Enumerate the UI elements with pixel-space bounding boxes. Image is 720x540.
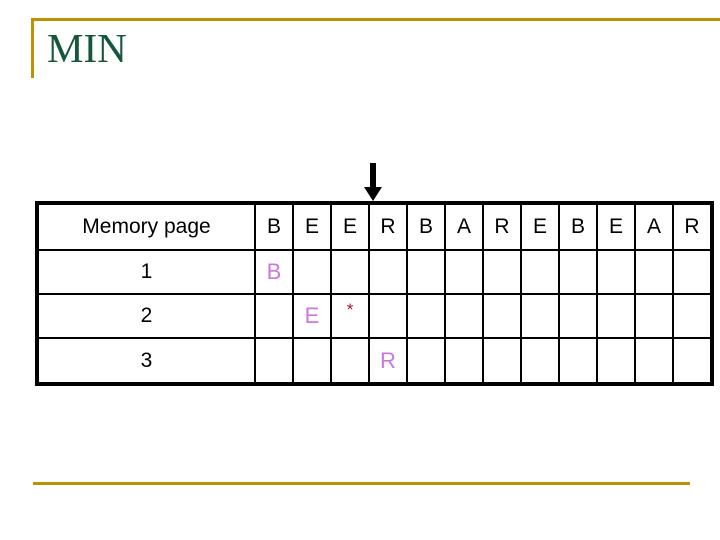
- reference-cell-10: A: [634, 201, 674, 251]
- reference-letter: A: [646, 215, 661, 238]
- reference-cell-11: R: [672, 201, 714, 251]
- frame-2-slot-2: [330, 337, 370, 386]
- frame-0-slot-6: [482, 249, 522, 295]
- top-accent-rule: [31, 18, 720, 21]
- frame-1-slot-3: [368, 293, 408, 339]
- down-arrow-icon: [363, 163, 383, 201]
- page-title: MIN: [47, 25, 127, 71]
- table-header-row: Memory page B E E R B A R E B E A R: [35, 201, 714, 251]
- top-accent-rule-stub: [31, 18, 34, 78]
- reference-cell-5: A: [444, 201, 484, 251]
- frame-0-slot-2: [330, 249, 370, 295]
- frame-0-slot-10: [634, 249, 674, 295]
- frame-0-slot-5: [444, 249, 484, 295]
- reference-cell-0: B: [254, 201, 294, 251]
- reference-letter: R: [494, 215, 510, 238]
- frame-2-slot-6: [482, 337, 522, 386]
- frame-0-slot-11: [672, 249, 714, 295]
- table-body: Memory page B E E R B A R E B E A R 1 B: [35, 201, 714, 386]
- frame-1-slot-11: [672, 293, 714, 339]
- reference-letter: E: [532, 215, 547, 238]
- frame-0-slot-8: [558, 249, 598, 295]
- frame-0-slot-3: [368, 249, 408, 295]
- reference-cell-4: B: [406, 201, 446, 251]
- frame-1-slot-9: [596, 293, 636, 339]
- frame-1-slot-1: E: [292, 293, 332, 339]
- reference-letter: E: [608, 215, 623, 238]
- frame-2-slot-9: [596, 337, 636, 386]
- reference-letter: R: [380, 215, 396, 238]
- frame-1-slot-4: [406, 293, 446, 339]
- frame-label: 3: [140, 348, 153, 372]
- reference-letter: R: [684, 215, 700, 238]
- reference-letter: A: [456, 215, 471, 238]
- table-row: 1 B: [35, 249, 714, 295]
- frame-0-slot-1: [292, 249, 332, 295]
- frame-content: E: [304, 303, 320, 328]
- frame-2-slot-7: [520, 337, 560, 386]
- reference-letter: B: [570, 215, 585, 238]
- page-replacement-trace-table: Memory page B E E R B A R E B E A R 1 B: [35, 201, 714, 386]
- frame-1-slot-6: [482, 293, 522, 339]
- frame-2-slot-5: [444, 337, 484, 386]
- frame-label: 1: [140, 260, 153, 283]
- frame-1-slot-0: [254, 293, 294, 339]
- reference-cell-6: R: [482, 201, 522, 251]
- frame-0-slot-7: [520, 249, 560, 295]
- reference-cell-1: E: [292, 201, 332, 251]
- frame-1-slot-7: [520, 293, 560, 339]
- frame-0-slot-0: B: [254, 249, 294, 295]
- frame-label-cell: 2: [35, 293, 256, 339]
- frame-0-slot-9: [596, 249, 636, 295]
- frame-1-slot-5: [444, 293, 484, 339]
- frame-2-slot-0: [254, 337, 294, 386]
- reference-letter: B: [266, 215, 281, 238]
- frame-2-slot-11: [672, 337, 714, 386]
- frame-1-slot-8: [558, 293, 598, 339]
- frame-2-slot-4: [406, 337, 446, 386]
- eviction-mark: *: [346, 299, 354, 319]
- reference-cell-9: E: [596, 201, 636, 251]
- frame-label: 2: [140, 304, 153, 327]
- frame-label-cell: 1: [35, 249, 256, 295]
- reference-cell-7: E: [520, 201, 560, 251]
- reference-cell-3: R: [368, 201, 408, 251]
- frame-2-slot-1: [292, 337, 332, 386]
- memory-page-header-label: Memory page: [82, 215, 211, 238]
- reference-cell-8: B: [558, 201, 598, 251]
- reference-letter: E: [342, 215, 357, 238]
- frame-1-slot-10: [634, 293, 674, 339]
- frame-label-cell: 3: [35, 337, 256, 386]
- reference-letter: B: [418, 215, 433, 238]
- frame-content: B: [266, 259, 282, 284]
- frame-2-slot-3: R: [368, 337, 408, 386]
- memory-page-header-cell: Memory page: [35, 201, 256, 251]
- table-row: 2 E *: [35, 293, 714, 339]
- bottom-accent-rule: [33, 482, 690, 485]
- frame-2-slot-10: [634, 337, 674, 386]
- frame-1-slot-2: *: [330, 293, 370, 339]
- frame-content: R: [380, 347, 396, 373]
- reference-letter: E: [304, 215, 319, 238]
- frame-0-slot-4: [406, 249, 446, 295]
- reference-cell-2: E: [330, 201, 370, 251]
- table-row: 3 R: [35, 337, 714, 386]
- frame-2-slot-8: [558, 337, 598, 386]
